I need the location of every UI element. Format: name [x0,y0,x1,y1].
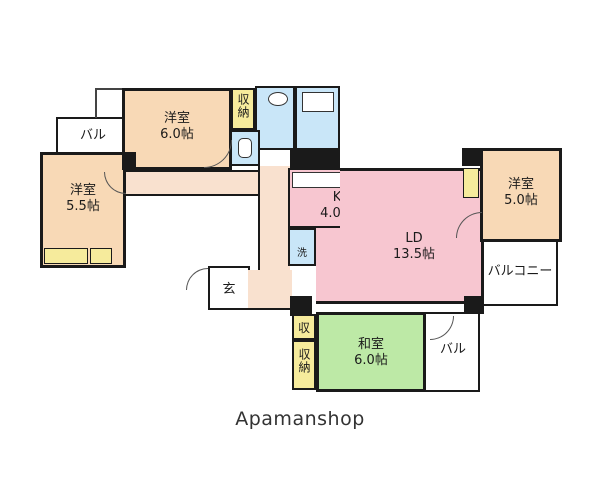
storage-closet-top-label: 収納 [236,93,250,119]
entrance-label: 玄 [222,282,236,297]
room-living-label: LD 13.5帖 [364,231,464,263]
room-japanese-label: 和室 6.0帖 [319,337,423,369]
wall-block [290,296,312,316]
room-living-size: 13.5帖 [393,247,435,262]
balcony-left: バル [56,117,126,155]
living-extension [316,228,346,304]
washer-label: 洗 [297,248,307,259]
storage-closet-bottom-label: 収納 [297,348,311,374]
room-kitchen-name: K [332,190,342,205]
wall-block [464,296,484,314]
washer-area: 洗 [288,228,316,266]
room-western-top-label: 洋室 6.0帖 [125,111,229,143]
room-western-right-label: 洋室 5.0帖 [483,177,559,209]
room-living-name: LD [405,231,423,246]
entrance-hall [248,270,292,310]
storage-small: 収 [292,314,316,340]
wall-block [122,152,136,170]
closet-left-b [90,248,112,264]
room-western-top: 洋室 6.0帖 [122,88,232,170]
room-japanese-size: 6.0帖 [354,353,388,368]
room-western-left-name: 洋室 [69,183,96,198]
room-western-right: 洋室 5.0帖 [480,148,562,242]
closet-left-a [44,248,88,264]
room-japanese: 和室 6.0帖 [316,312,426,392]
room-western-left-size: 5.5帖 [66,199,100,214]
toilet-icon [238,138,252,158]
entrance: 玄 [208,266,250,310]
room-western-right-name: 洋室 [507,177,534,192]
balcony-right: バルコニー [482,240,558,306]
balcony-left-label: バル [79,128,106,143]
room-japanese-name: 和室 [357,337,384,352]
bathtub-icon [302,92,334,112]
room-western-right-size: 5.0帖 [504,193,538,208]
brand-logo-text: Apamanshop [235,408,365,430]
wall-segment [95,88,125,90]
storage-small-label: 収 [297,321,310,335]
storage-closet-bottom: 収納 [292,340,316,390]
balcony-bottom-label: バル [439,342,466,357]
room-western-left-label: 洋室 5.5帖 [43,183,123,215]
wall-block [462,148,482,166]
storage-closet-top: 収納 [231,88,255,130]
room-western-top-size: 6.0帖 [160,127,194,142]
room-western-top-name: 洋室 [163,111,190,126]
closet-right [463,168,479,198]
wall-block [290,148,340,168]
washbasin-icon [268,92,288,106]
wall-segment [95,88,97,118]
balcony-right-label: バルコニー [487,264,553,279]
door-swing [186,268,208,290]
